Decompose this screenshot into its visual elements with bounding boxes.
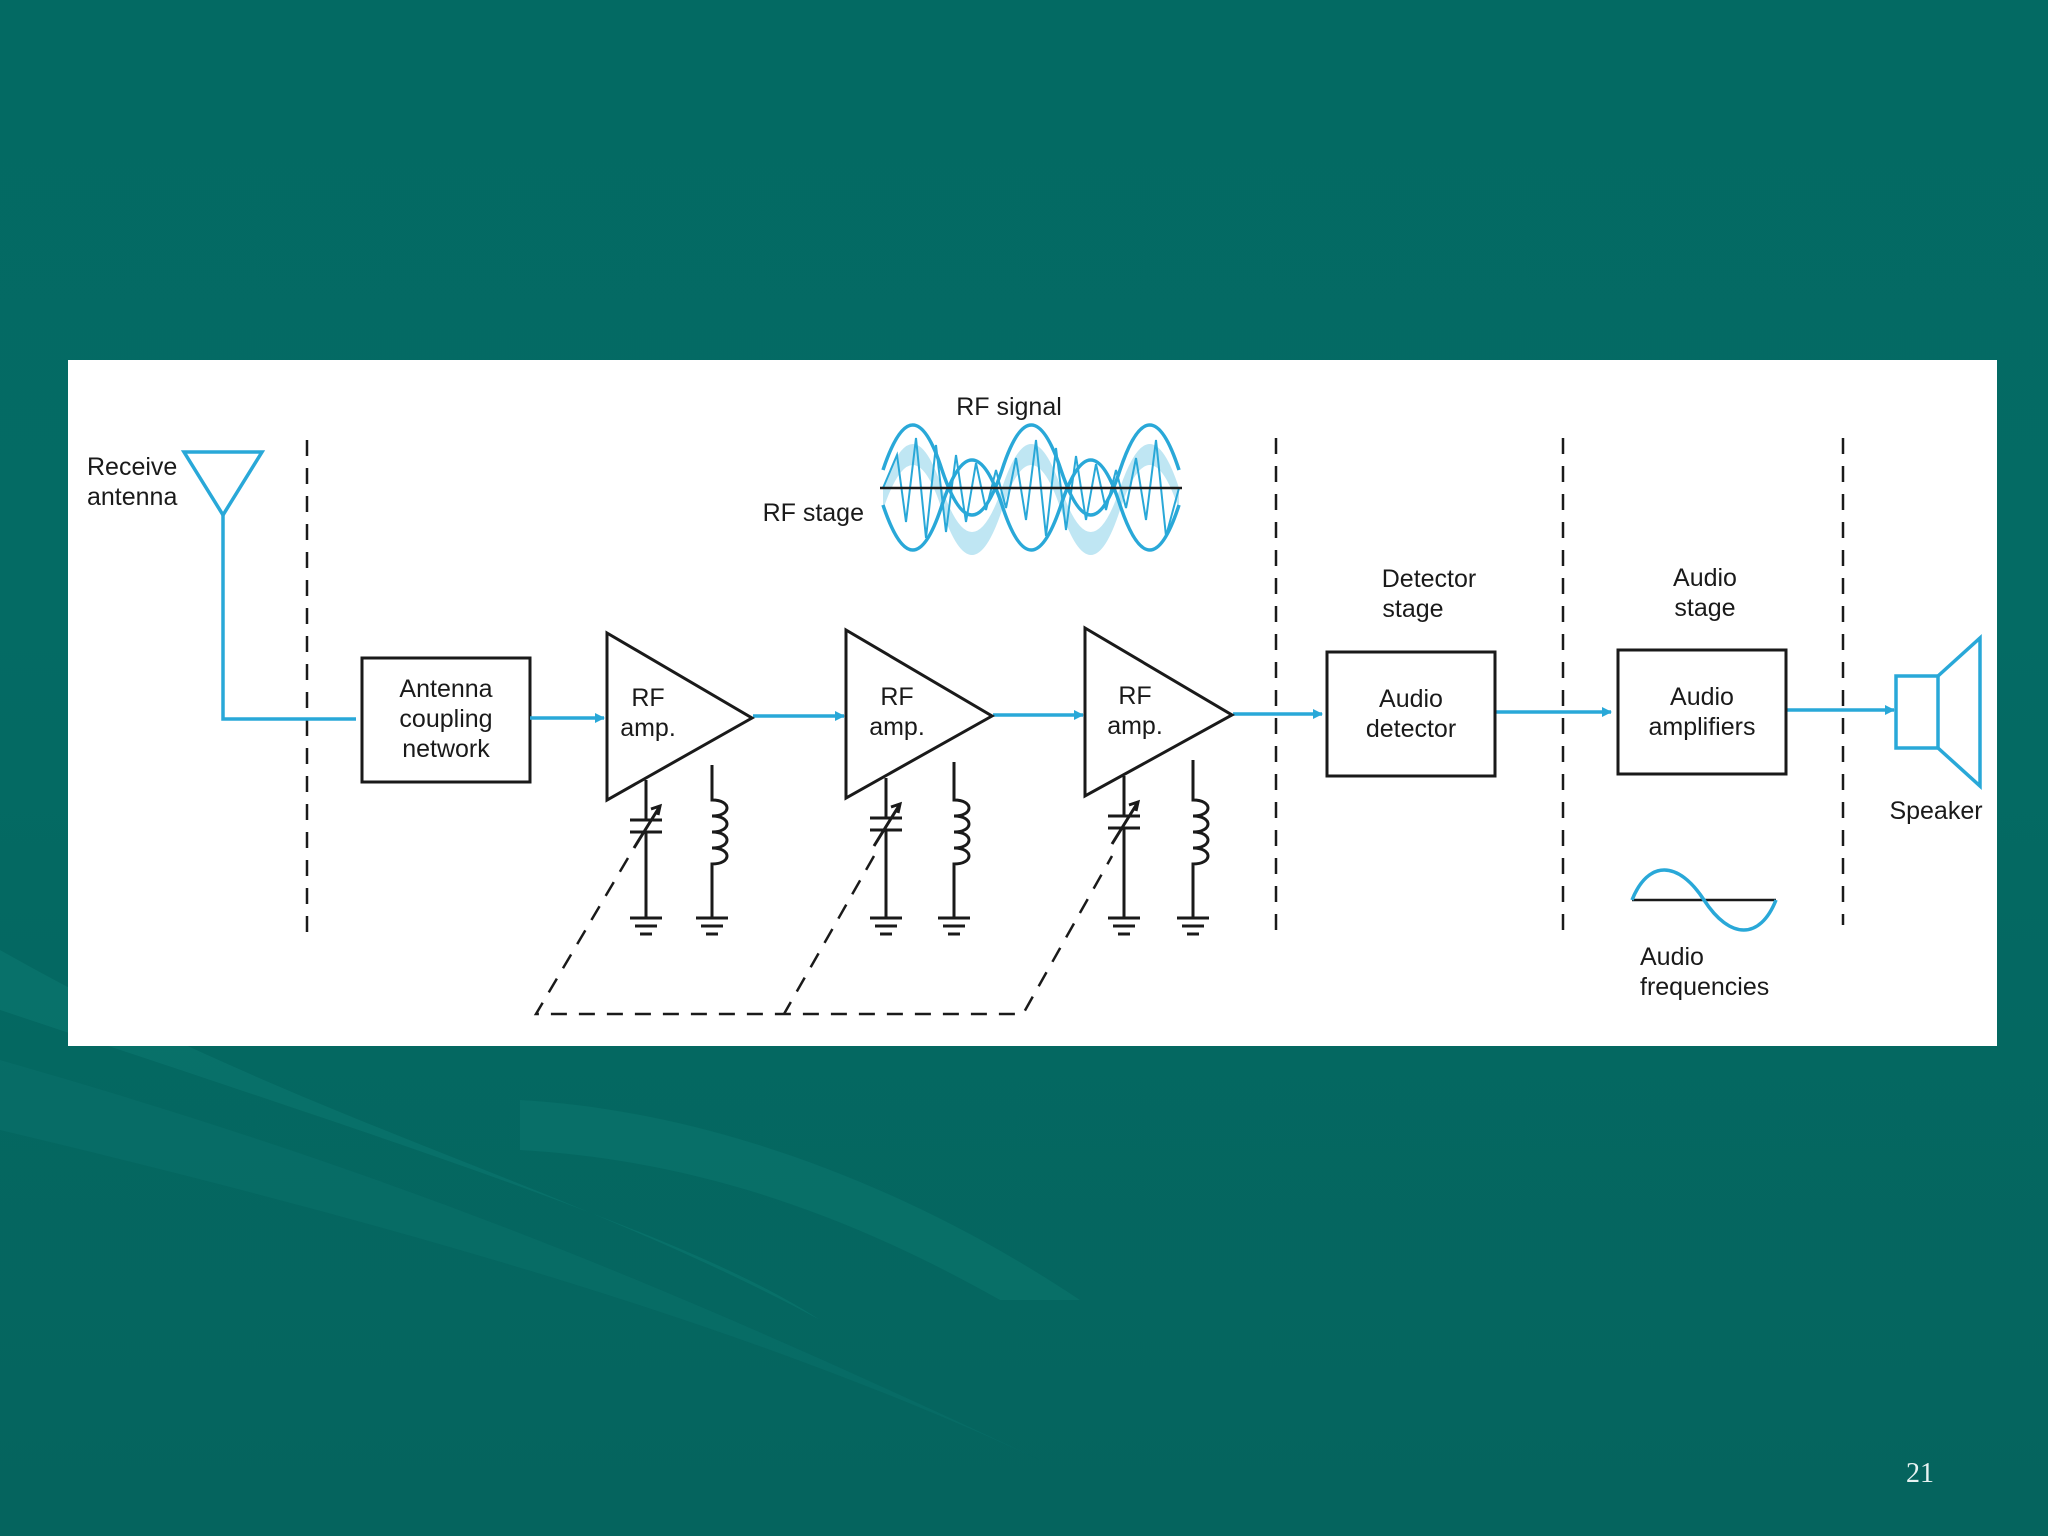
audio-amplifiers-label: Audio bbox=[1670, 683, 1734, 711]
variable-capacitor-icon bbox=[630, 780, 663, 936]
rf-amp-label: amp. bbox=[620, 714, 676, 742]
audio-stage-label: Audio bbox=[1673, 564, 1737, 592]
antenna-coupling-label: Antenna bbox=[399, 675, 492, 703]
audio-sine-wave-icon bbox=[1630, 868, 1778, 932]
diagram-panel: Receive antenna Antenna coupling network… bbox=[68, 360, 1997, 1046]
rf-amp-2: RF amp. bbox=[844, 627, 996, 801]
inductor-coil-icon bbox=[938, 762, 971, 936]
rf-amp-label: amp. bbox=[869, 713, 925, 741]
receive-antenna-label: Receive bbox=[87, 453, 177, 481]
superheterodyne-block-diagram: Receive antenna Antenna coupling network… bbox=[87, 393, 1983, 1016]
rf-amp-1: RF amp. bbox=[605, 630, 756, 803]
audio-detector-label: Audio bbox=[1379, 685, 1443, 713]
speaker-label: Speaker bbox=[1889, 797, 1982, 825]
antenna-coupling-box bbox=[360, 656, 532, 784]
inductor-coil-icon bbox=[696, 765, 729, 936]
rf-amp-label: amp. bbox=[1107, 712, 1163, 740]
audio-detector-box bbox=[1325, 650, 1497, 778]
rf-amp-3: RF amp. bbox=[1083, 625, 1236, 799]
rf-stage-label: RF stage bbox=[763, 499, 864, 527]
antenna-coupling-label: network bbox=[402, 735, 490, 763]
rf-signal-label: RF signal bbox=[956, 393, 1062, 421]
audio-amplifiers-label: amplifiers bbox=[1649, 713, 1756, 741]
detector-stage-label: stage bbox=[1382, 595, 1443, 623]
speaker-icon bbox=[1894, 634, 1982, 790]
rf-amp-label: RF bbox=[631, 684, 664, 712]
rf-amp-label: RF bbox=[880, 683, 913, 711]
inductor-coil-icon bbox=[1177, 760, 1210, 936]
page-number: 21 bbox=[1906, 1458, 1934, 1489]
variable-capacitor-icon bbox=[1108, 776, 1141, 936]
audio-frequencies-label: Audio bbox=[1640, 943, 1704, 971]
antenna-icon bbox=[180, 450, 356, 721]
audio-frequencies-label: frequencies bbox=[1640, 973, 1769, 1001]
ganged-tuning-link bbox=[782, 855, 876, 1015]
audio-amplifiers-box bbox=[1616, 648, 1788, 776]
ganged-tuning-link bbox=[533, 855, 1114, 1016]
audio-stage-label: stage bbox=[1674, 594, 1735, 622]
rf-amp-label: RF bbox=[1118, 682, 1151, 710]
receive-antenna-label: antenna bbox=[87, 483, 177, 511]
audio-detector-label: detector bbox=[1366, 715, 1456, 743]
rf-signal-waveform bbox=[880, 423, 1182, 555]
antenna-coupling-label: coupling bbox=[399, 705, 492, 733]
detector-stage-label: Detector bbox=[1382, 565, 1476, 593]
variable-capacitor-icon bbox=[870, 778, 903, 936]
